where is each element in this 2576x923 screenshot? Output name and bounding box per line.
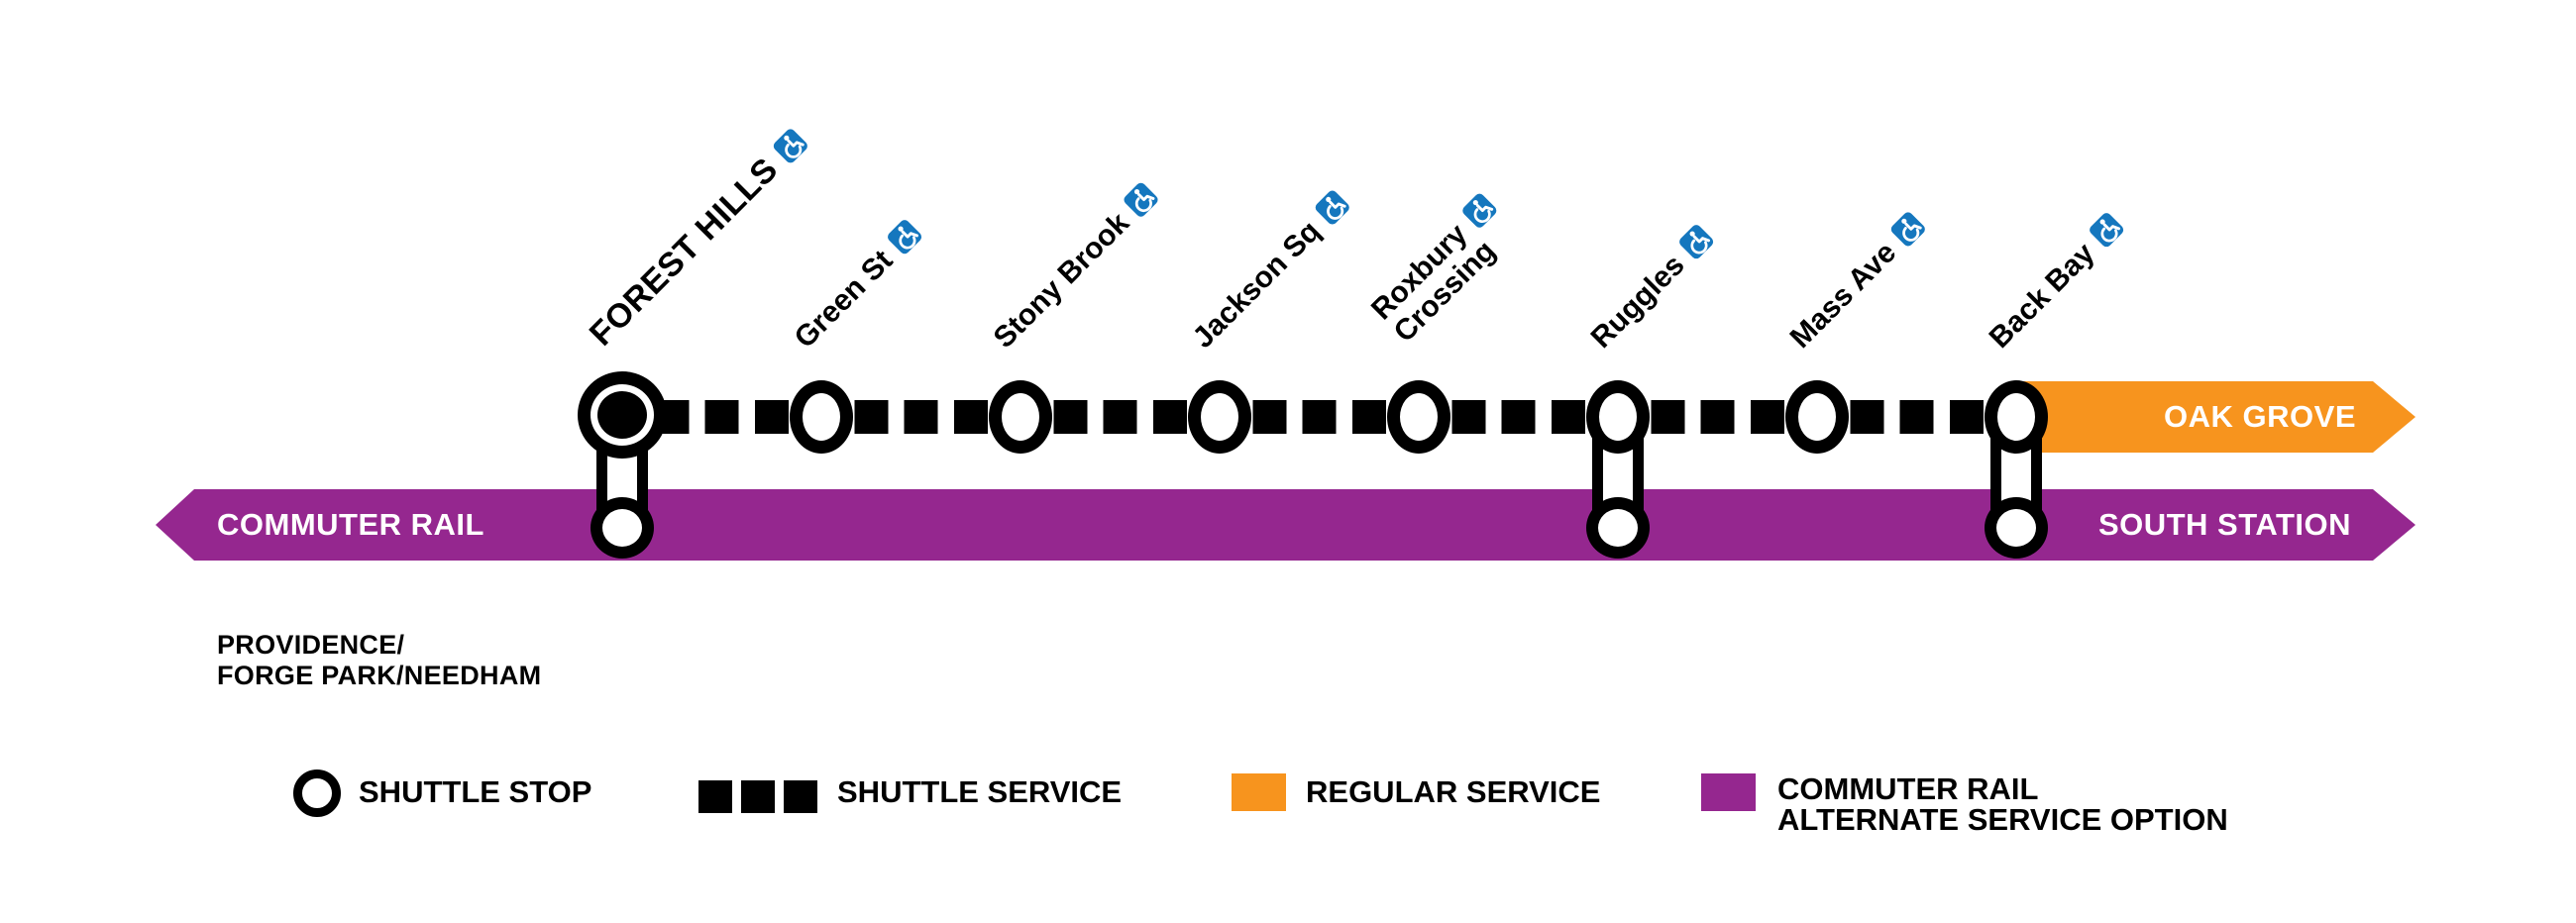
- station-name-line: Roxbury: [1365, 191, 1501, 326]
- ruggles-stop: [1586, 380, 1650, 454]
- station-name: Stony Brook: [987, 206, 1136, 355]
- wheelchair-glyph: [1472, 200, 1493, 224]
- wheelchair-glyph: [783, 136, 805, 159]
- forest-hills-commuter-rail-stop: [590, 497, 654, 559]
- back-bay-label: Back Bay: [1984, 210, 2128, 355]
- station-name: Mass Ave: [1783, 236, 1903, 355]
- accessible-icon: [1888, 210, 1928, 249]
- south-station-label: SOUTH STATION: [2097, 507, 2351, 542]
- accessible-icon: [1313, 188, 1351, 227]
- legend-commuter-rail-label: COMMUTER RAIL ALTERNATE SERVICE OPTION: [1777, 771, 2228, 837]
- stony-brook-label: Stony Brook: [988, 180, 1162, 355]
- wheelchair-glyph: [1326, 196, 1346, 221]
- station-name: Ruggles: [1584, 248, 1691, 355]
- commuter-rail-band: COMMUTER RAIL SOUTH STATION: [156, 489, 2415, 561]
- wheelchair-glyph: [1689, 231, 1711, 255]
- station-name: Back Bay: [1983, 237, 2101, 355]
- regular-service-band: OAK GROVE: [2016, 381, 2415, 453]
- legend-shuttle-service-icon: [698, 780, 817, 813]
- accessible-icon: [2088, 210, 2126, 250]
- back-bay-commuter-rail-stop: [1985, 497, 2048, 559]
- jackson-sq-label: Jackson Sq: [1187, 188, 1353, 355]
- accessible-icon: [1677, 222, 1716, 260]
- accessible-icon: [885, 218, 924, 256]
- mass-ave-label: Mass Ave: [1784, 209, 1930, 355]
- legend-shuttle-service-label: SHUTTLE SERVICE: [837, 774, 1123, 809]
- green-st-label: Green St: [789, 217, 926, 355]
- wheelchair-glyph: [2099, 219, 2121, 243]
- wheelchair-glyph: [1901, 218, 1922, 242]
- ruggles-commuter-rail-stop: [1586, 497, 1650, 559]
- green-st-stop: [790, 380, 853, 454]
- back-bay-stop: [1985, 380, 2048, 454]
- jackson-sq-stop: [1188, 380, 1251, 454]
- legend-regular-service-swatch: [1232, 773, 1286, 811]
- forest-hills-label: FOREST HILLS: [582, 124, 812, 354]
- station-name: Jackson Sq: [1186, 214, 1327, 355]
- stony-brook-stop: [989, 380, 1052, 454]
- legend-commuter-rail-swatch: [1701, 773, 1756, 811]
- legend-shuttle-stop-label: SHUTTLE STOP: [359, 774, 592, 809]
- legend-shuttle-stop-icon: [293, 769, 341, 817]
- ruggles-label: Ruggles: [1585, 222, 1718, 355]
- roxbury-crossing-stop: [1387, 380, 1450, 454]
- accessible-icon: [1459, 191, 1499, 231]
- mass-ave-stop: [1785, 380, 1849, 454]
- station-name: FOREST HILLS: [582, 150, 786, 354]
- oak-grove-label: OAK GROVE: [2164, 399, 2356, 434]
- accessible-icon: [1122, 180, 1160, 219]
- wheelchair-glyph: [898, 226, 918, 250]
- station-name: Green St: [788, 244, 900, 355]
- wheelchair-glyph: [1134, 188, 1155, 212]
- forest-hills-stop: [578, 371, 667, 459]
- commuter-rail-routes-caption: PROVIDENCE/ FORGE PARK/NEEDHAM: [217, 630, 542, 690]
- legend-regular-service-label: REGULAR SERVICE: [1306, 774, 1601, 809]
- accessible-icon: [771, 127, 809, 165]
- commuter-rail-band-label: COMMUTER RAIL: [217, 507, 484, 542]
